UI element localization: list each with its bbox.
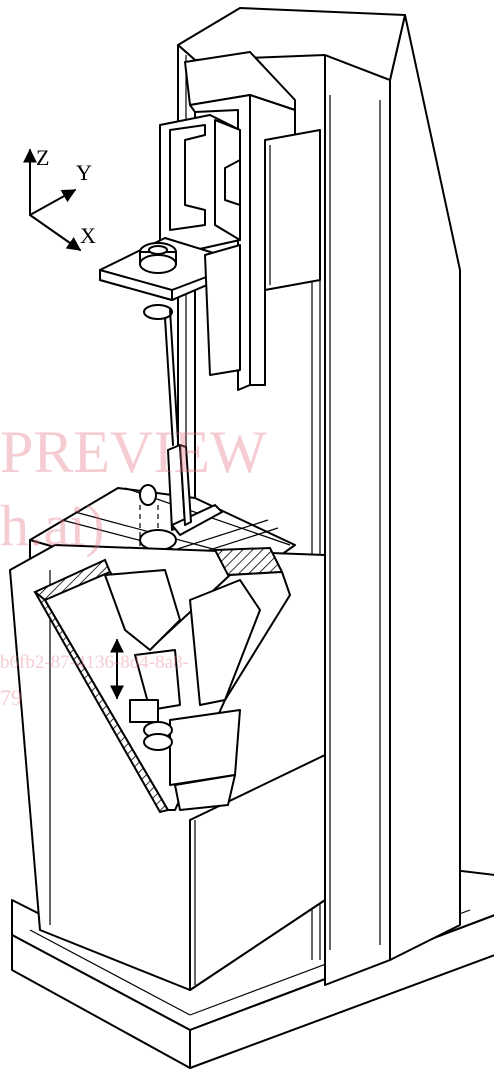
cutaway-section	[33, 546, 291, 814]
y-axis-arrow	[29, 189, 77, 216]
z-axis-label: Z	[36, 145, 49, 170]
watermark-line4: 79	[0, 685, 22, 710]
coordinate-axes: Z Y X	[23, 145, 96, 251]
x-axis-arrow	[29, 214, 82, 251]
lower-probe	[110, 638, 173, 751]
x-axis-label: X	[80, 223, 96, 248]
watermark-line1: PREVIEW	[0, 419, 267, 485]
spindle-shaft	[143, 304, 179, 446]
watermark-line3: b6fb2-87-4136-8d4-8a8-	[0, 652, 189, 673]
quill-housing	[159, 114, 241, 251]
probe	[139, 484, 177, 720]
angle-fixture	[167, 444, 223, 536]
y-axis-label: Y	[76, 160, 92, 185]
watermark: PREVIEW h.ai) b6fb2-87-4136-8d4-8a8- 79	[0, 419, 267, 710]
vertical-slide	[184, 51, 321, 391]
spindle-arm	[99, 237, 241, 376]
watermark-line2: h.ai)	[0, 493, 105, 558]
